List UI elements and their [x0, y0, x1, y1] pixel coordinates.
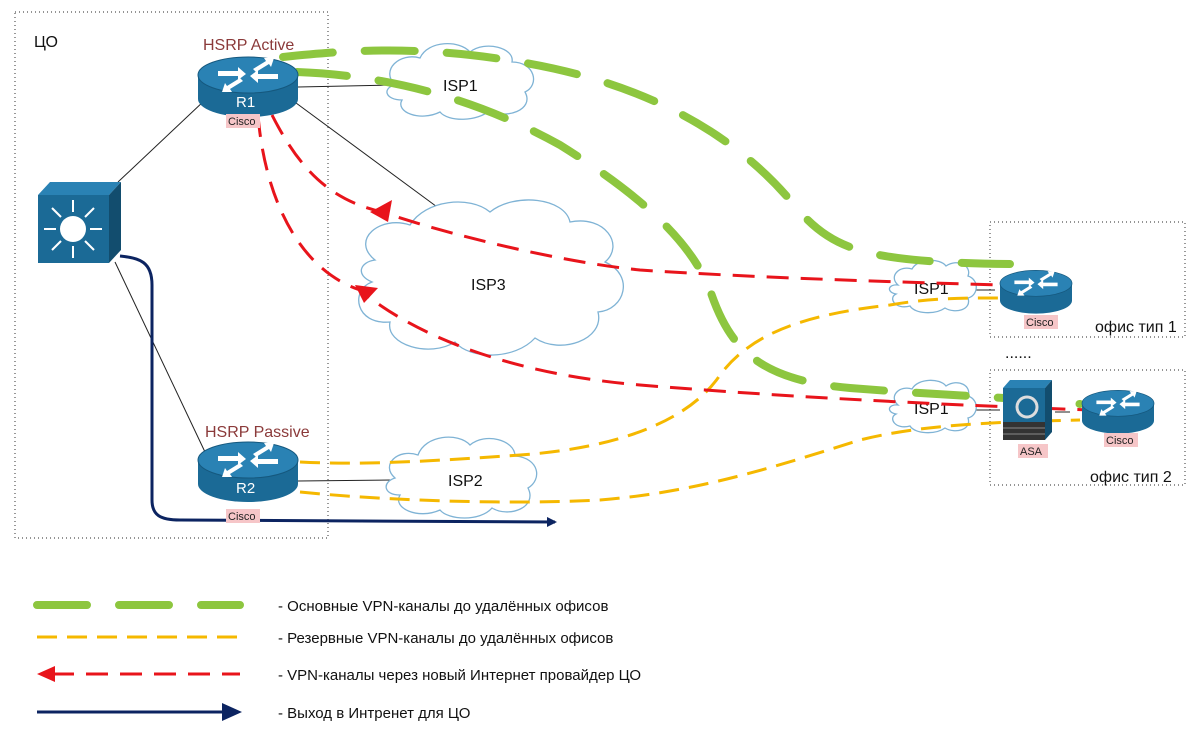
primary-vpn-office2 — [293, 68, 1084, 408]
legend-newisp-text: - VPN-каналы через новый Интернет провай… — [278, 667, 641, 684]
central-office-label: ЦО — [34, 34, 58, 51]
cloud-isp1: ISP1 — [386, 42, 535, 120]
svg-text:ISP3: ISP3 — [471, 277, 506, 294]
primary-vpn-office1 — [279, 46, 1014, 268]
central-office-boundary — [14, 11, 329, 539]
svg-text:Cisco: Cisco — [1106, 435, 1134, 447]
svg-text:ASA: ASA — [1020, 446, 1043, 458]
cloud-remote-isp1-office1: ISP1 — [888, 259, 977, 314]
svg-text:Cisco: Cisco — [1026, 317, 1054, 329]
office-type1-boundary — [989, 221, 1186, 338]
backup-vpn-office2 — [299, 418, 1081, 504]
svg-text:ISP1: ISP1 — [443, 78, 478, 95]
office2-asa-firewall: ASA — [1003, 380, 1052, 458]
office1-label: офис тип 1 — [1095, 319, 1177, 336]
new-isp-vpn-office1 — [270, 114, 1001, 287]
office-type2-boundary — [989, 369, 1186, 486]
office1-router: Cisco — [999, 270, 1073, 329]
legend: - Основные VPN-каналы до удалённых офисо… — [33, 598, 641, 722]
office2-label: офис тип 2 — [1090, 469, 1172, 486]
svg-text:ISP1: ISP1 — [914, 401, 949, 418]
svg-text:ISP1: ISP1 — [914, 281, 949, 298]
core-switch — [38, 182, 121, 263]
physical-links — [114, 84, 1070, 482]
r2-role-label: HSRP Passive — [205, 424, 310, 441]
router-r2: HSRP Passive R2 Cisco — [197, 424, 310, 523]
red-arrowhead-icon — [355, 285, 378, 303]
legend-backup-text: - Резервные VPN-каналы до удалённых офис… — [278, 630, 613, 647]
cloud-isp3: ISP3 — [358, 199, 624, 356]
office-separator: ...... — [1005, 345, 1032, 362]
legend-red-arrow-icon — [37, 666, 55, 682]
svg-text:R1: R1 — [236, 94, 255, 111]
svg-text:R2: R2 — [236, 480, 255, 497]
office2-router: Cisco — [1081, 390, 1155, 447]
red-arrowhead-icon — [370, 200, 392, 222]
r1-role-label: HSRP Active — [203, 37, 294, 54]
internet-exit-arrow — [119, 254, 557, 527]
cloud-isp2: ISP2 — [385, 436, 538, 519]
legend-navy-arrow-icon — [222, 703, 242, 721]
svg-text:Cisco: Cisco — [228, 511, 256, 523]
svg-text:ISP2: ISP2 — [448, 473, 483, 490]
legend-primary-text: - Основные VPN-каналы до удалённых офисо… — [278, 598, 608, 615]
svg-text:Cisco: Cisco — [228, 116, 256, 128]
legend-internet-text: - Выход в Интренет для ЦО — [278, 705, 470, 722]
router-r1: HSRP Active R1 Cisco — [197, 37, 299, 128]
